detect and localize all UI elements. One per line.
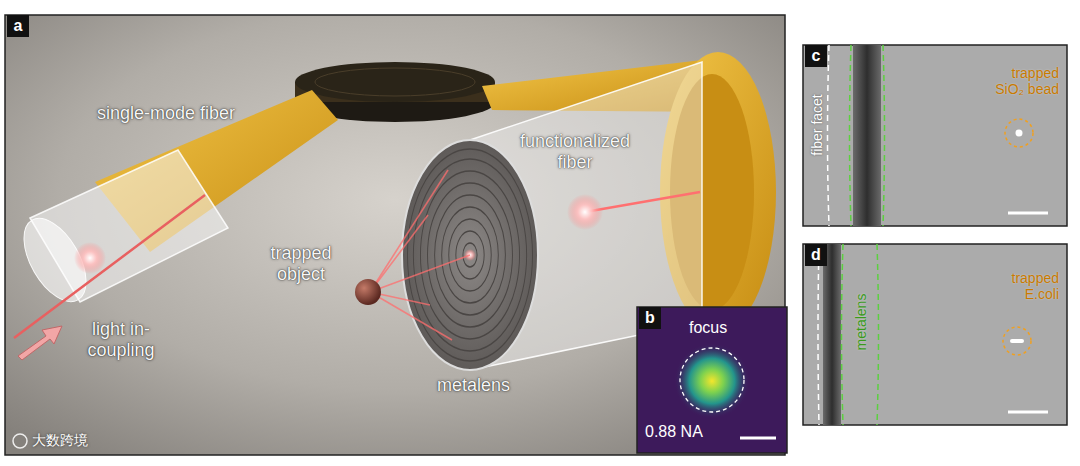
part-label: metalens [437,375,510,396]
object-label: trapped E.coli [979,270,1059,302]
part-label: trapped object [253,243,349,284]
microscope-panel: c fiber facet trapped SiO₂ bead [803,45,1067,226]
panel-letter: c [805,45,827,67]
panel-letter: a [7,15,29,37]
numeric-label: 0.88 NA [645,423,703,441]
panel-letter: d [805,244,827,266]
inset-label: focus [689,319,727,337]
inset-panel: b focus 0.88 NA [637,307,787,453]
figure-panel: a single-mode fiber functionalized fiber tr… [5,15,785,455]
part-label: fiber facet [809,94,825,155]
part-label: light in-coupling [65,319,177,360]
part-label: single-mode fiber [97,103,235,124]
object-label: trapped SiO₂ bead [979,65,1059,97]
microscope-panel: d metalens trapped E.coli [803,244,1067,425]
part-label: metalens [853,294,869,351]
panel-letter: b [639,307,661,329]
watermark: 大数跨境 [32,432,88,450]
part-label: functionalized fiber [505,131,645,172]
